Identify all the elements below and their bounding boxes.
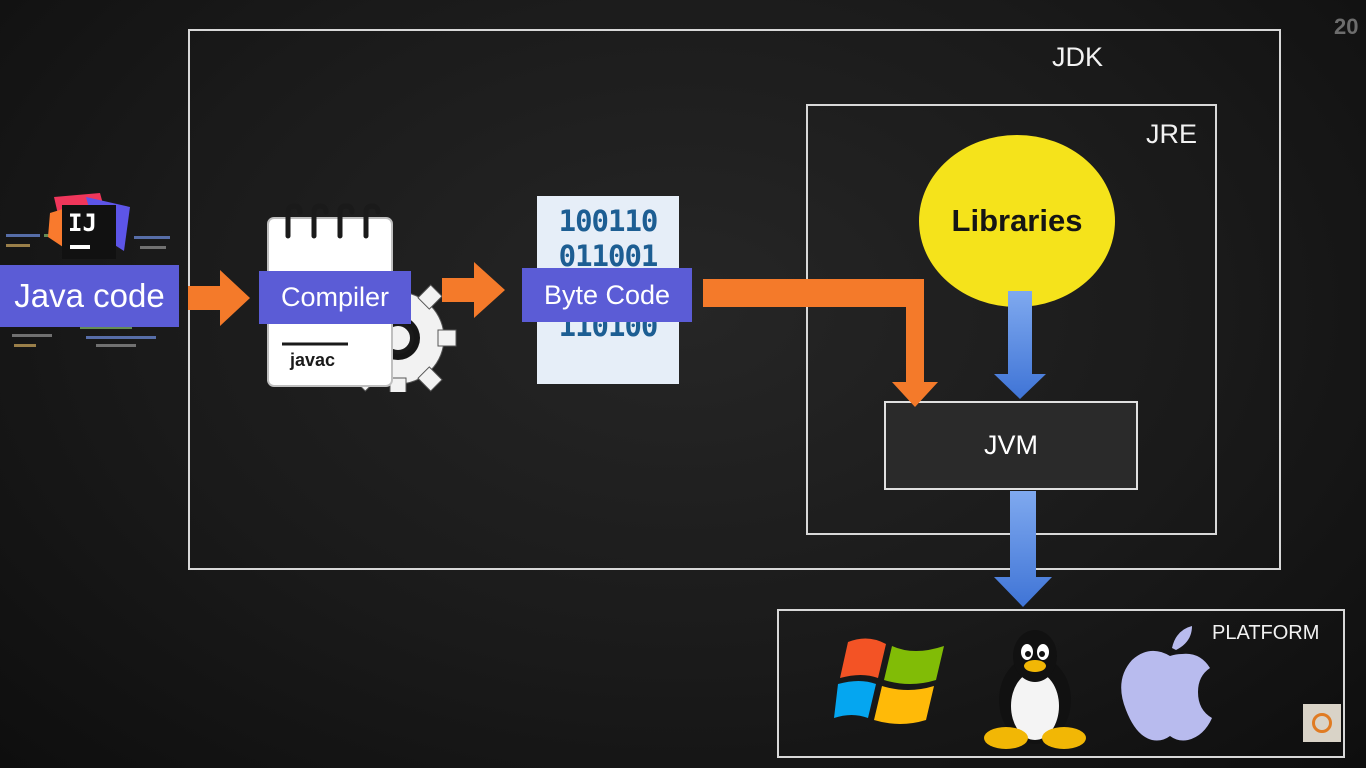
platform-label: PLATFORM — [1212, 622, 1320, 644]
byte-row: 100110 — [558, 204, 659, 238]
byte-code-tag: Byte Code — [522, 268, 692, 322]
arrow-bytecode-to-jvm — [703, 279, 938, 407]
page-number: 20 — [1334, 14, 1359, 39]
jdk-label: JDK — [1052, 42, 1104, 72]
javac-label: javac — [290, 350, 336, 370]
jre-label: JRE — [1146, 119, 1198, 149]
arrow-libraries-to-jvm — [994, 291, 1046, 399]
linux-tux-icon — [984, 630, 1086, 749]
compiler-tag: Compiler — [259, 271, 411, 324]
jvm-label: JVM — [984, 430, 1038, 460]
apple-logo-icon — [1121, 626, 1212, 741]
ide-badge-text: IJ — [68, 209, 97, 237]
arrow-java-to-compiler — [188, 270, 250, 326]
windows-logo-icon — [834, 638, 944, 724]
jvm-box: JVM — [884, 401, 1138, 490]
channel-watermark-icon — [1303, 704, 1341, 742]
arrow-compiler-to-bytecode — [442, 262, 505, 318]
platform-box — [777, 609, 1345, 758]
libraries-label: Libraries — [951, 203, 1083, 238]
arrow-jvm-to-platform — [994, 491, 1052, 607]
java-code-tag: Java code — [0, 265, 179, 327]
intellij-logo: IJ — [46, 193, 130, 269]
libraries-circle: Libraries — [919, 135, 1115, 307]
byte-row: 011001 — [558, 239, 659, 273]
